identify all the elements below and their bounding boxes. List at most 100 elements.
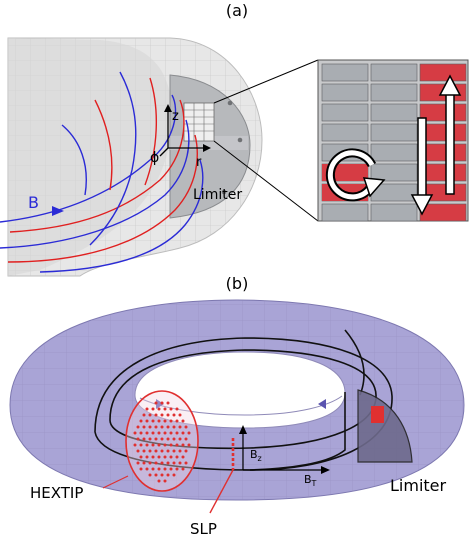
- coordinate-axes: [159, 110, 205, 157]
- tile-cell: [419, 63, 467, 82]
- hextip-tip-dot: [163, 443, 167, 447]
- hextip-probe: [125, 390, 199, 492]
- zoom-line-top: [213, 59, 319, 104]
- hextip-tip-dot: [139, 431, 143, 435]
- hextip-tip-dot: [172, 461, 176, 465]
- tile-cell: [370, 203, 418, 222]
- hextip-tip-dot: [136, 425, 140, 429]
- zoom-line-bottom: [213, 140, 319, 222]
- hextip-tip-dot: [148, 461, 152, 465]
- hextip-tip-dot: [163, 467, 167, 471]
- hextip-tip-dot: [145, 419, 149, 423]
- hextip-tip-dot: [148, 425, 152, 429]
- hextip-tip-dot: [160, 413, 164, 417]
- tile-cell: [321, 123, 369, 142]
- hextip-tip-dot: [139, 443, 143, 447]
- hextip-tip-dot: [166, 425, 170, 429]
- z-axis-arrowhead: [164, 104, 172, 112]
- bz-label: Bz: [250, 448, 262, 463]
- r-axis-arrowhead: [203, 144, 211, 152]
- hextip-tip-dot: [151, 455, 155, 459]
- b-field-label: B: [28, 193, 39, 212]
- panel-b-title: (b): [226, 274, 249, 293]
- hextip-tip-dot: [142, 461, 146, 465]
- hextip-tip-dot: [175, 407, 179, 411]
- bz-arrowhead: [239, 425, 247, 434]
- tile-cell: [321, 203, 369, 222]
- hextip-tip-dot: [184, 461, 188, 465]
- tile-cell: [321, 103, 369, 122]
- hextip-tip-dot: [172, 449, 176, 453]
- tile-cell: [370, 143, 418, 162]
- hextip-tip-dot: [151, 419, 155, 423]
- hextip-tip-dot: [169, 431, 173, 435]
- hextip-tip-dot: [142, 413, 146, 417]
- helical-field-line: [94, 329, 393, 471]
- hextip-tip-dot: [151, 431, 155, 435]
- hextip-tip-dot: [169, 407, 173, 411]
- axis-label-r: r: [196, 155, 202, 170]
- hextip-tip-dot: [145, 407, 149, 411]
- hextip-tip-dot: [184, 425, 188, 429]
- field-line-arrow-2: [156, 399, 164, 409]
- hextip-tip-dot: [175, 431, 179, 435]
- tile-cell: [419, 123, 467, 142]
- hextip-tip-dot: [160, 449, 164, 453]
- hextip-tip-dot: [175, 455, 179, 459]
- hextip-tip-dot: [187, 431, 191, 435]
- hextip-tip-dot: [145, 431, 149, 435]
- hextip-tip-dot: [178, 437, 182, 441]
- hextip-tip-dot: [172, 437, 176, 441]
- hextip-tip-dot: [169, 467, 173, 471]
- hextip-tip-dot: [139, 467, 143, 471]
- hextip-tip-dot: [154, 437, 158, 441]
- hextip-tip-dot: [151, 407, 155, 411]
- hextip-tip-dot: [145, 443, 149, 447]
- hextip-tip-dot: [163, 407, 167, 411]
- hextip-tip-dot: [166, 401, 170, 405]
- tile-cell: [419, 143, 467, 162]
- field-lines: [0, 71, 204, 273]
- hextip-tip-dot: [169, 443, 173, 447]
- bt-arrowhead: [321, 466, 330, 474]
- hextip-tip-dot: [166, 437, 170, 441]
- hextip-tip-dot: [142, 437, 146, 441]
- hextip-tip-dot: [178, 449, 182, 453]
- tile-cell: [321, 63, 369, 82]
- hextip-tip-dot: [172, 425, 176, 429]
- hextip-tip-dot: [181, 455, 185, 459]
- panel-a-title: (a): [226, 1, 248, 20]
- hextip-tip-dot: [145, 455, 149, 459]
- hextip-tip-dot: [163, 455, 167, 459]
- hextip-tip-dot: [163, 419, 167, 423]
- hextip-tip-dot: [181, 431, 185, 435]
- hextip-tip-dot: [157, 419, 161, 423]
- hextip-tip-dot: [169, 419, 173, 423]
- hextip-tip-dot: [160, 473, 164, 477]
- hextip-tip-dot: [157, 455, 161, 459]
- hextip-tip-dot: [184, 437, 188, 441]
- tile-cell: [419, 163, 467, 182]
- hextip-tip-dot: [157, 431, 161, 435]
- hextip-label: HEXTIP: [30, 484, 83, 502]
- hextip-tip-dot: [181, 419, 185, 423]
- hextip-leader: [102, 475, 129, 489]
- tile-cell: [370, 163, 418, 182]
- hextip-tip-dot: [136, 461, 140, 465]
- torus: [9, 299, 465, 501]
- hextip-tip-dot: [166, 461, 170, 465]
- hextip-tip-dot: [160, 425, 164, 429]
- hextip-tip-dot: [133, 431, 137, 435]
- tile-cell: [370, 103, 418, 122]
- hextip-tip-dot: [172, 473, 176, 477]
- hextip-tip-dot: [154, 473, 158, 477]
- hextip-tip-dot: [139, 455, 143, 459]
- hextip-tip-dot: [154, 425, 158, 429]
- slp-label: SLP: [190, 520, 217, 538]
- hextip-tip-dot: [169, 455, 173, 459]
- hextip-tip-dot: [148, 437, 152, 441]
- vertical-arrows: [410, 74, 462, 216]
- tile-cell: [370, 123, 418, 142]
- hextip-tip-dot: [154, 449, 158, 453]
- bt-label: BT: [304, 473, 317, 488]
